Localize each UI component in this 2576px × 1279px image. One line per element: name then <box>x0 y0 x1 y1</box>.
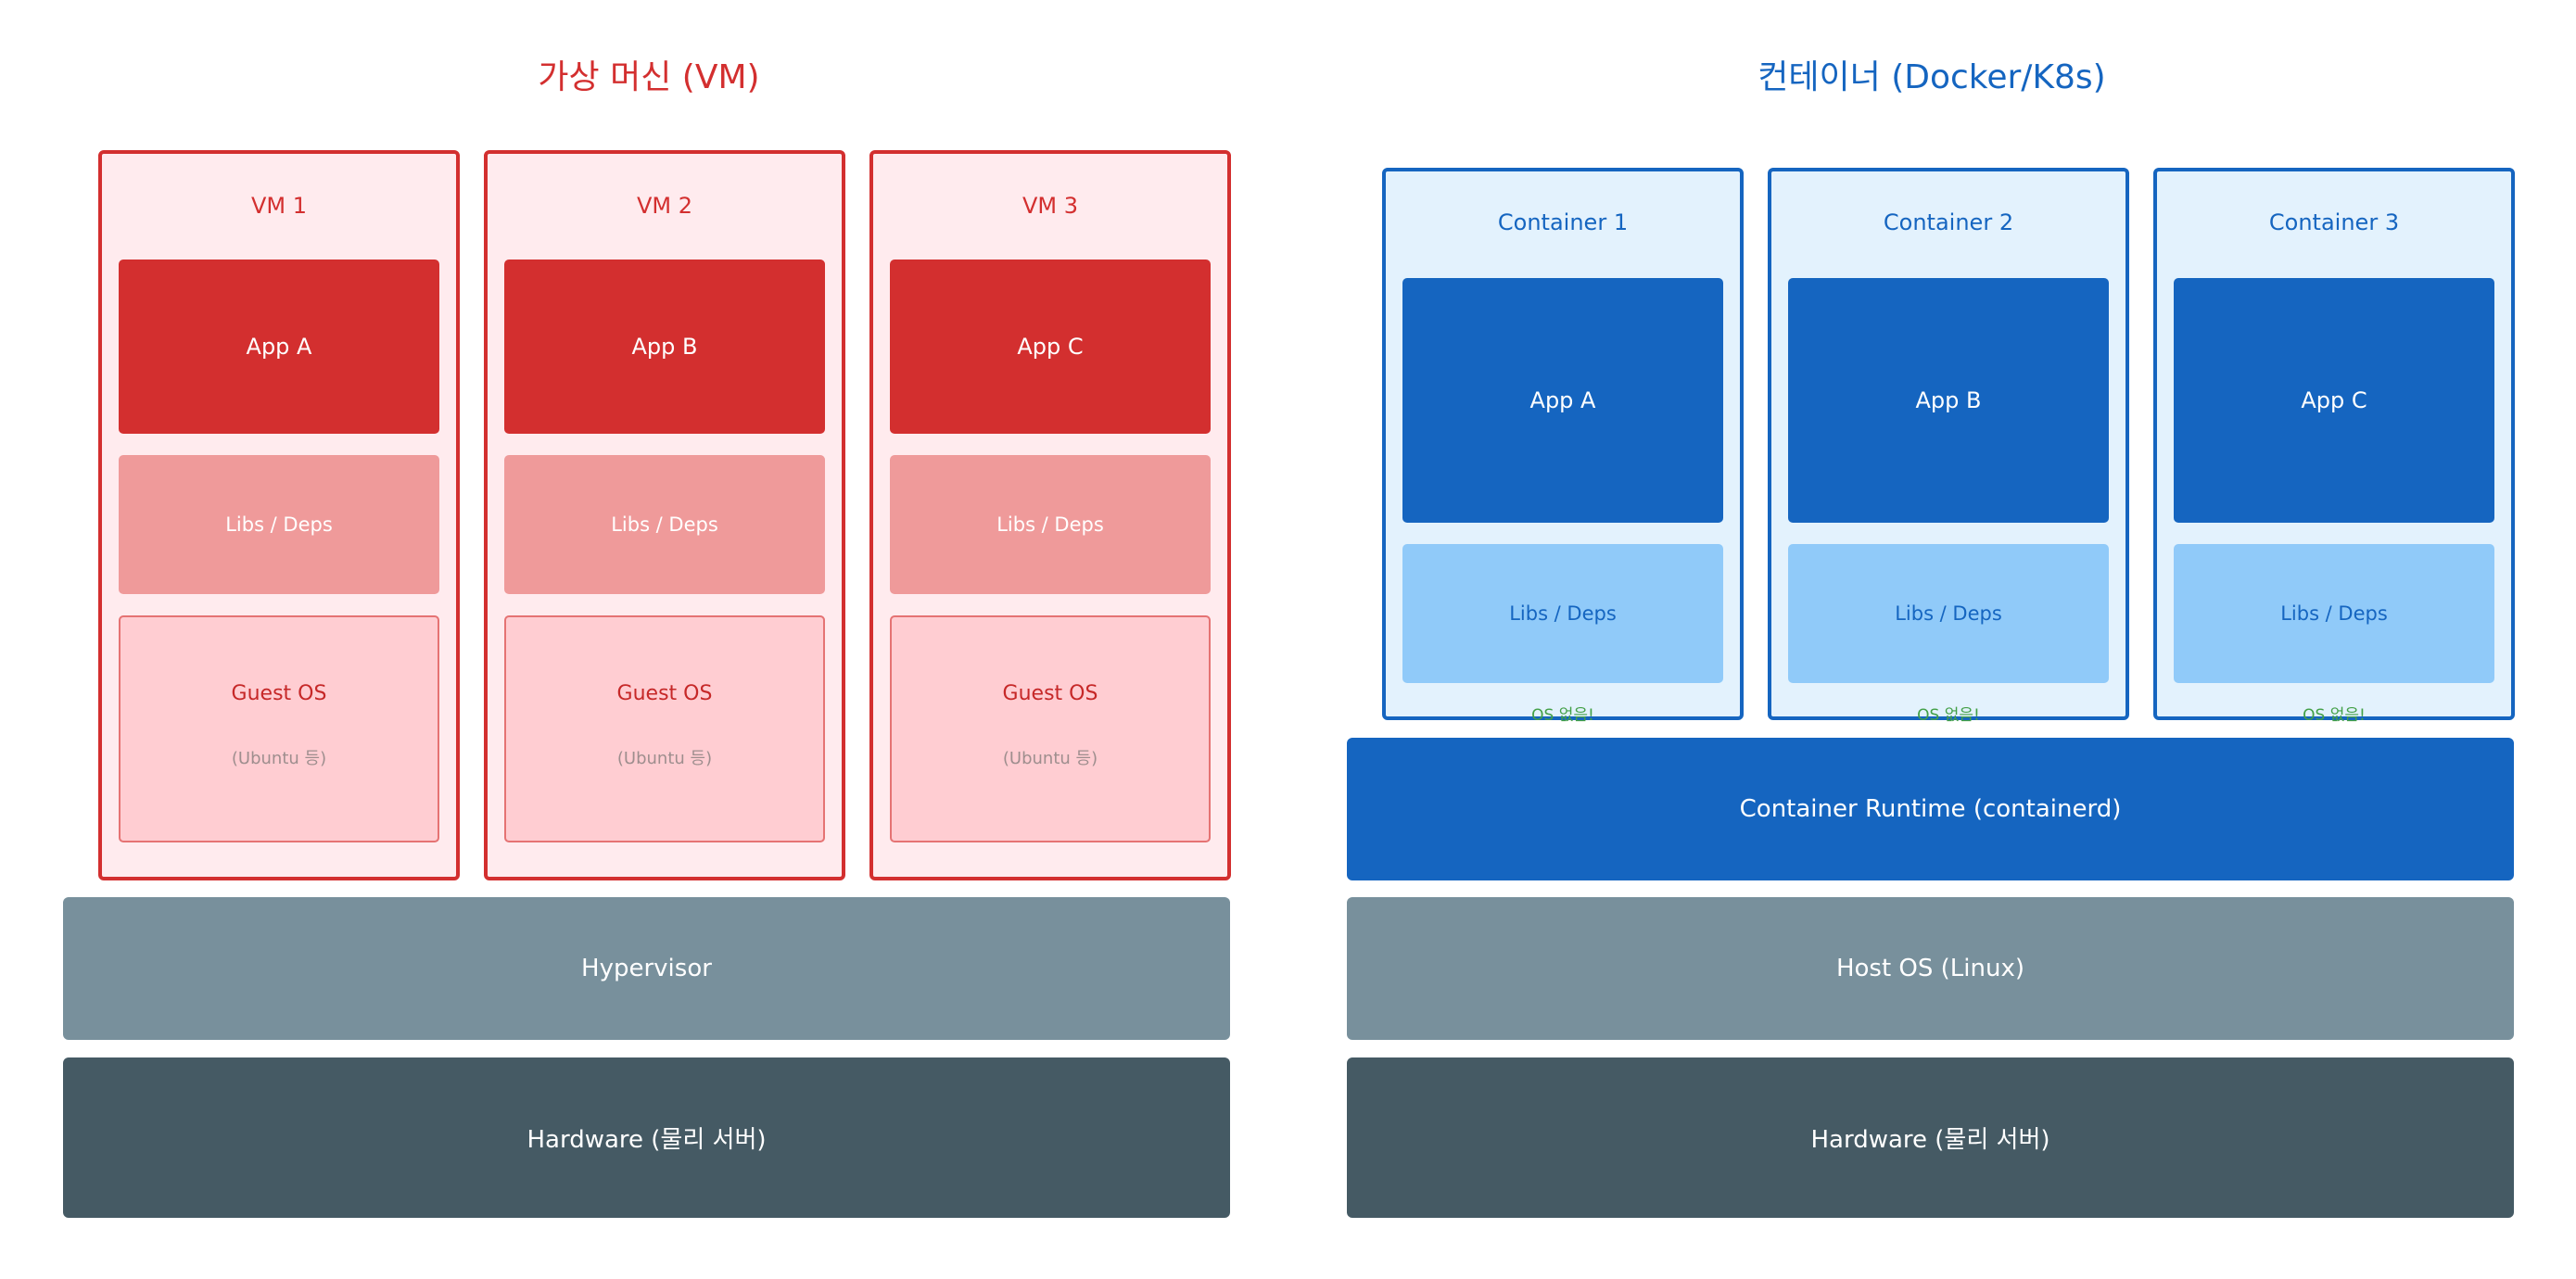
vm-guest-os-note-1: (Ubuntu 등) <box>231 749 327 768</box>
vm-app-2: App B <box>504 260 825 434</box>
vm-guest-os-1 <box>119 615 439 842</box>
vm-app-1: App A <box>119 260 439 434</box>
vm-label-1: VM 1 <box>250 193 308 219</box>
vm-guest-os-label-3: Guest OS <box>1002 681 1098 705</box>
container-libs-2: Libs / Deps <box>1788 544 2109 683</box>
vm-label-3: VM 3 <box>1022 193 1079 219</box>
vm-guest-os-3 <box>890 615 1211 842</box>
container-libs-3: Libs / Deps <box>2174 544 2494 683</box>
vm-app-3: App C <box>890 260 1211 434</box>
container-runtime-layer: Container Runtime (containerd) <box>1347 738 2514 880</box>
vm-title: 가상 머신 (VM) <box>538 58 760 96</box>
vm-libs-3: Libs / Deps <box>890 455 1211 594</box>
container-libs-1: Libs / Deps <box>1402 544 1723 683</box>
container-app-3: App C <box>2174 278 2494 523</box>
container-no-os-note-3: OS 없음! <box>2303 705 2366 725</box>
container-app-1: App A <box>1402 278 1723 523</box>
vm-libs-1: Libs / Deps <box>119 455 439 594</box>
container-label-3: Container 3 <box>2268 209 2400 235</box>
vm-guest-os-note-2: (Ubuntu 등) <box>616 749 713 768</box>
container-hardware-layer: Hardware (물리 서버) <box>1347 1057 2514 1218</box>
vm-guest-os-label-1: Guest OS <box>231 681 327 705</box>
vm-label-2: VM 2 <box>636 193 693 219</box>
hypervisor-layer: Hypervisor <box>63 897 1230 1040</box>
vm-hardware-layer: Hardware (물리 서버) <box>63 1057 1230 1218</box>
host-os-layer: Host OS (Linux) <box>1347 897 2514 1040</box>
vm-guest-os-2 <box>504 615 825 842</box>
container-label-1: Container 1 <box>1497 209 1629 235</box>
vm-libs-2: Libs / Deps <box>504 455 825 594</box>
container-label-2: Container 2 <box>1883 209 2014 235</box>
container-app-2: App B <box>1788 278 2109 523</box>
vm-guest-os-note-3: (Ubuntu 등) <box>1002 749 1098 768</box>
container-no-os-note-2: OS 없음! <box>1917 705 1980 725</box>
container-title: 컨테이너 (Docker/K8s) <box>1758 58 2106 96</box>
container-no-os-note-1: OS 없음! <box>1531 705 1594 725</box>
vm-guest-os-label-2: Guest OS <box>616 681 713 705</box>
